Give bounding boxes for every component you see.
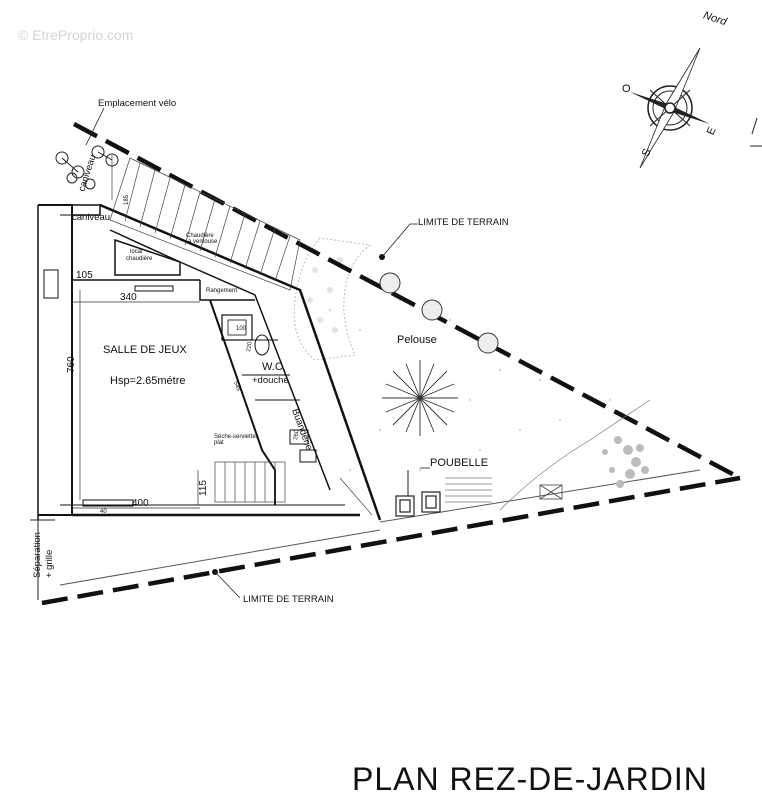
shower-label: +douche — [252, 375, 289, 386]
compass-west-label: O — [622, 83, 631, 95]
lawn-hatch — [328, 298, 612, 472]
page-title: PLAN REZ-DE-JARDIN — [352, 761, 708, 797]
dimension-185: 185 — [124, 194, 130, 205]
building-walls — [37, 203, 382, 521]
dimension-340: 340 — [120, 292, 137, 303]
dimension-400: 400 — [132, 498, 149, 509]
storage-label: Rangement — [206, 288, 237, 294]
bike-rack-icon — [55, 145, 119, 190]
dimension-115: 115 — [198, 480, 209, 496]
bin-label: POUBELLE — [430, 457, 488, 469]
dimension-100: 100 — [236, 326, 247, 332]
dimension-545: 545 — [232, 381, 241, 393]
watermark: © EtreProprio.com — [18, 27, 133, 43]
laundry-label: Buanderie — [289, 407, 314, 451]
grid-label: + grille — [44, 550, 55, 578]
dimension-40: 40 — [100, 509, 107, 515]
boiler-label-1: Chaudière — [186, 233, 214, 239]
dimension-760: 760 — [66, 356, 77, 373]
palm-plant-icon — [382, 360, 458, 436]
compass-east-label: E — [705, 125, 719, 137]
bush-icon — [602, 436, 649, 488]
lawn-label: Pelouse — [397, 334, 437, 346]
gutter-label-top: caniveau — [76, 153, 98, 193]
bike-parking-label: Emplacement vélo — [98, 98, 176, 109]
compass-north-label: Nord — [702, 9, 729, 28]
compass-south-label: S — [640, 147, 654, 159]
dimension-220: 220 — [246, 341, 254, 353]
wc-label: W.C — [262, 361, 283, 373]
dimension-105: 105 — [76, 270, 93, 281]
boundary-label-bottom: LIMITE DE TERRAIN — [243, 594, 334, 605]
tree-icon — [379, 272, 499, 354]
staircase-top — [109, 155, 301, 291]
games-room-label: SALLE DE JEUX — [103, 344, 187, 356]
boiler-room-label-2: chaudière — [126, 256, 153, 262]
towel-dryer-label-1: Sèche-serviettes — [214, 434, 259, 440]
dimension-260: 260 — [293, 429, 301, 441]
boiler-label-2: à ventouse — [188, 239, 218, 245]
towel-dryer-label-2: plat — [214, 440, 224, 446]
ceiling-height-label: Hsp=2.65métre — [110, 375, 186, 387]
boiler-room-label-1: local — [130, 249, 142, 255]
staircase-bottom — [214, 461, 373, 516]
separation-label: Séparation — [32, 532, 43, 578]
compass-rose-icon — [630, 47, 710, 169]
boundary-label-top: LIMITE DE TERRAIN — [418, 217, 509, 228]
bin-icon — [395, 491, 441, 517]
gutter-label-left: caniveau — [72, 212, 110, 223]
